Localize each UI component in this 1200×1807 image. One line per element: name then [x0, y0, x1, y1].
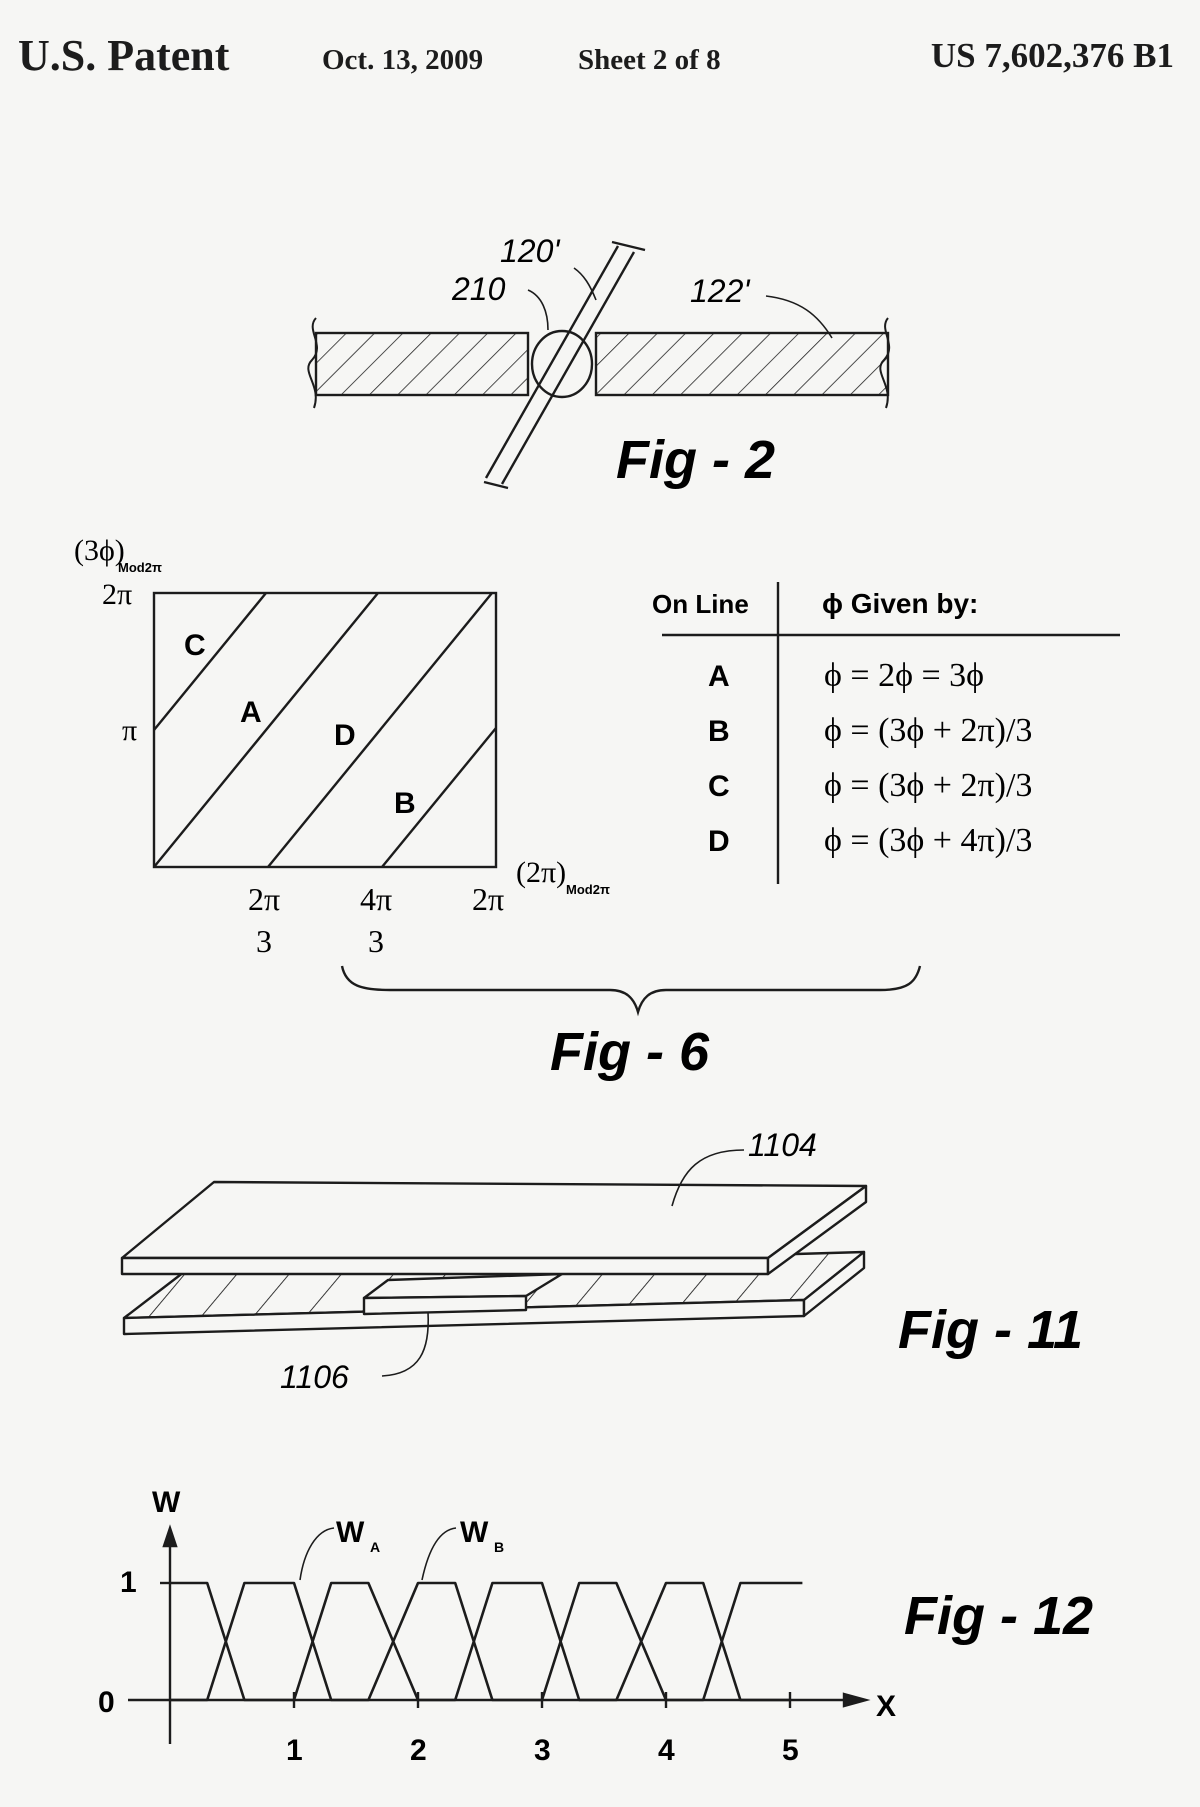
figure-12-x-ticks: 1 2 3 4 5	[286, 1692, 799, 1767]
plate-right	[596, 333, 888, 395]
fig12-x-axis-label: X	[876, 1690, 896, 1723]
wire-end-bottom	[484, 482, 508, 488]
fig6-x-tick-4pi3-den: 3	[368, 923, 384, 959]
figure-12-series	[170, 1583, 802, 1700]
leader-210	[528, 290, 548, 330]
series-label-wb: W	[460, 1516, 489, 1549]
fig12-y-tick-0: 0	[98, 1686, 115, 1719]
table-row-eq: ϕ = 2ϕ = 3ϕ	[824, 657, 984, 694]
top-plate-top	[122, 1182, 866, 1258]
top-plate-front	[122, 1258, 768, 1274]
fig6-y-label-sub: Mod2π	[118, 560, 162, 575]
x-tick-label: 3	[534, 1734, 551, 1767]
table-row-line: B	[708, 715, 730, 748]
x-tick-label: 1	[286, 1734, 303, 1767]
series-label-wa: W	[336, 1516, 365, 1549]
ref-1104: 1104	[748, 1127, 817, 1163]
region-label-d: D	[334, 719, 356, 752]
fig6-y-tick-pi: π	[122, 714, 137, 747]
fig6-x-tick-4pi3-num: 4π	[360, 881, 392, 917]
series-label-wa-sub: A	[370, 1539, 380, 1555]
fig6-x-label-sub: Mod2π	[566, 882, 610, 897]
fig6-x-label: (2π)	[516, 856, 566, 889]
chip-1106-front	[364, 1296, 526, 1314]
table-header-on-line: On Line	[652, 589, 749, 619]
fig12-y-tick-1: 1	[120, 1566, 137, 1599]
table-row-eq: ϕ = (3ϕ + 4π)/3	[824, 822, 1032, 859]
x-axis-arrow	[844, 1694, 866, 1706]
region-label-c: C	[184, 629, 206, 662]
x-tick-label: 2	[410, 1734, 427, 1767]
fig6-x-tick-2pi3-num: 2π	[248, 881, 280, 917]
fig6-brace	[342, 966, 920, 1012]
table-header-phi-given: ϕ Given by:	[822, 588, 978, 619]
ref-122: 122'	[690, 273, 751, 309]
figure-12-axes	[128, 1528, 866, 1744]
region-label-b: B	[394, 787, 416, 820]
fig6-y-tick-2pi: 2π	[102, 578, 132, 611]
table-row-eq: ϕ = (3ϕ + 2π)/3	[824, 712, 1032, 749]
fig6-x-tick-2pi3-den: 3	[256, 923, 272, 959]
fig-6-caption: Fig - 6	[550, 1022, 710, 1082]
leader-122	[766, 296, 832, 338]
table-row-line: A	[708, 660, 730, 693]
ref-210: 210	[451, 271, 506, 307]
table-row-line: C	[708, 770, 730, 803]
x-tick-label: 5	[782, 1734, 799, 1767]
figure-2	[308, 242, 889, 488]
leader-wa	[300, 1528, 334, 1580]
table-row-line: D	[708, 825, 730, 858]
ref-120: 120'	[500, 233, 561, 269]
figure-11	[122, 1150, 866, 1376]
leader-120	[574, 268, 596, 300]
plate-left	[316, 333, 528, 395]
series-label-wb-sub: B	[494, 1539, 504, 1555]
ref-1106: 1106	[280, 1359, 349, 1395]
fig12-y-axis-label: W	[152, 1486, 181, 1519]
fig-12-caption: Fig - 12	[904, 1586, 1093, 1646]
x-tick-label: 4	[658, 1734, 675, 1767]
y-axis-arrow	[164, 1528, 176, 1546]
table-row-eq: ϕ = (3ϕ + 2π)/3	[824, 767, 1032, 804]
fig6-x-tick-2pi: 2π	[472, 881, 504, 917]
fig-2-caption: Fig - 2	[616, 430, 775, 490]
leader-wb	[422, 1528, 456, 1580]
region-label-a: A	[240, 696, 262, 729]
line-d	[268, 593, 492, 867]
fig-11-caption: Fig - 11	[898, 1300, 1083, 1360]
series-wa-line	[170, 1583, 790, 1700]
